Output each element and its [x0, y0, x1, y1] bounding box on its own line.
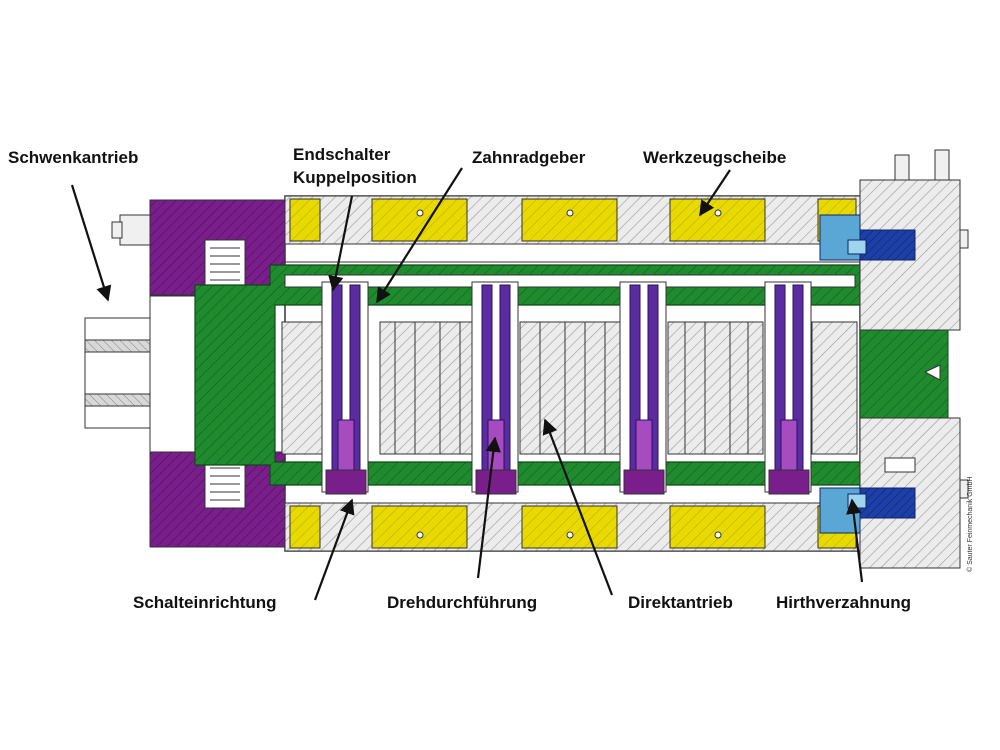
- label-schalteinrichtung: Schalteinrichtung: [133, 593, 277, 612]
- arrow-drehdurchfuehrung: [476, 436, 501, 579]
- feedthrough-2: [471, 281, 519, 495]
- leader-arrows: [70, 167, 864, 601]
- arrow-endschalter: [328, 195, 354, 292]
- label-zahnradgeber: Zahnradgeber: [472, 148, 586, 167]
- labels: Schwenkantrieb Endschalter Kuppelpositio…: [8, 145, 974, 612]
- label-direktantrieb: Direktantrieb: [628, 593, 733, 612]
- feedthrough-1: [321, 281, 369, 495]
- feedthrough-3: [619, 281, 667, 495]
- arrow-schalteinrichtung: [313, 498, 355, 601]
- label-schwenkantrieb: Schwenkantrieb: [8, 148, 138, 167]
- arrow-schwenkantrieb: [70, 184, 112, 302]
- feedthrough-4: [764, 281, 812, 495]
- direct-drive-packs: [281, 321, 858, 455]
- label-endschalter-line1: Endschalter: [293, 145, 391, 164]
- tool-disc-blocks: [289, 198, 857, 549]
- label-endschalter-line2: Kuppelposition: [293, 168, 417, 187]
- label-hirthverzahnung: Hirthverzahnung: [776, 593, 911, 612]
- label-drehdurchfuehrung: Drehdurchführung: [387, 593, 537, 612]
- hirth-coupling-assembly: [819, 149, 969, 569]
- rotary-feedthroughs: [321, 281, 812, 495]
- label-werkzeugscheibe: Werkzeugscheibe: [643, 148, 786, 167]
- arrow-werkzeugscheibe: [699, 169, 731, 217]
- arrow-hirthverzahnung: [846, 498, 864, 583]
- arrow-zahnradgeber: [376, 167, 463, 304]
- swivel-drive-assembly: [111, 199, 286, 548]
- copyright-credit: © Sauter Feinmechanik GmbH: [966, 477, 974, 572]
- arrow-direktantrieb: [542, 418, 614, 596]
